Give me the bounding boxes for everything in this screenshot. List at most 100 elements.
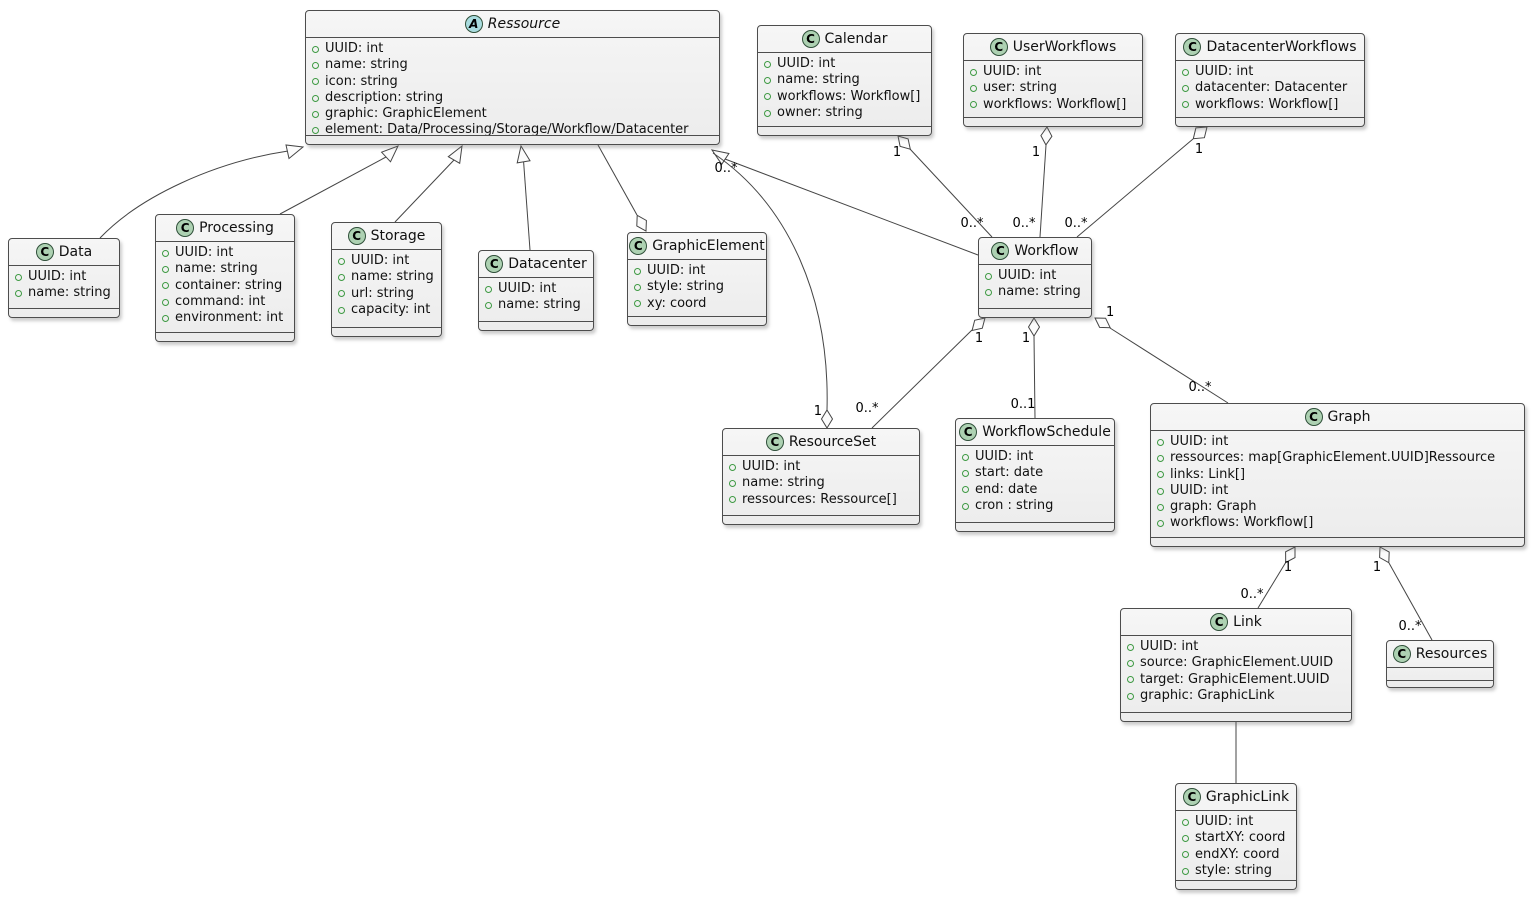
field-visibility-icon [485,301,492,309]
edge-datacenter-ressource [516,144,531,251]
methods-compartment [628,316,766,325]
attribute-text: name: string [175,261,258,277]
class-attribute: UUID: int [312,41,711,57]
field-visibility-icon [1182,834,1189,842]
multiplicity-label: 1 [893,145,901,160]
attribute-text: element: Data/Processing/Storage/Workflo… [325,122,689,135]
class-attribute: datacenter: Datacenter [1182,80,1356,96]
class-name: Resources [1415,646,1488,662]
class-attribute: UUID: int [15,269,111,285]
class-attribute: description: string [312,90,711,106]
class-attribute: ressources: Ressource[] [729,492,911,508]
field-visibility-icon [312,78,319,86]
attribute-text: UUID: int [1140,639,1199,654]
attribute-text: command: int [175,293,266,309]
attribute-text: UUID: int [1170,434,1229,449]
field-visibility-icon [15,273,22,281]
field-visibility-icon [1182,101,1189,109]
class-icon: C [1183,38,1202,56]
class-attribute: url: string [338,286,433,302]
class-attribute: name: string [729,475,911,491]
field-visibility-icon [764,60,771,68]
multiplicity-label: 1 [975,331,983,346]
class-name: Calendar [824,31,888,47]
field-visibility-icon [1127,692,1134,700]
field-visibility-icon [312,61,319,69]
field-visibility-icon [312,110,319,118]
field-visibility-icon [1157,487,1164,495]
attribute-text: name: string [998,284,1081,300]
attribute-text: graphic: GraphicElement [325,106,487,122]
class-name: Ressource [487,16,561,32]
attribute-text: name: string [777,72,860,88]
methods-compartment [9,308,119,317]
multiplicity-label: 0..* [855,401,879,416]
class-attribute: startXY: coord [1182,830,1288,846]
class-name: DatacenterWorkflows [1206,39,1357,55]
class-icon: C [629,237,648,255]
attribute-text: datacenter: Datacenter [1195,80,1348,96]
class-attribute: UUID: int [729,459,911,475]
edge-userworkflows-workflow: 1 0..* [1012,126,1053,238]
class-attribute: xy: coord [634,296,758,312]
multiplicity-label: 0..* [1240,587,1264,602]
class-name: WorkflowSchedule [982,424,1111,440]
class-attribute: workflows: Workflow[] [1157,515,1516,531]
attribute-text: ressources: Ressource[] [742,491,897,507]
field-visibility-icon [338,290,345,298]
field-visibility-icon [1182,851,1189,859]
field-visibility-icon [962,453,969,461]
field-visibility-icon [338,257,345,265]
field-visibility-icon [312,45,319,53]
attribute-text: name: string [351,269,434,285]
methods-compartment [1151,537,1524,546]
attribute-text: name: string [742,475,825,491]
attribute-text: workflows: Workflow[] [983,96,1127,112]
field-visibility-icon [162,314,169,322]
field-visibility-icon [162,249,169,257]
class-attribute: UUID: int [985,268,1083,284]
multiplicity-label: 0..* [714,161,738,176]
edge-resourceset-ressource: 1 0..* [712,152,834,429]
methods-compartment [723,515,919,524]
class-attribute: graph: Graph [1157,499,1516,515]
class-icon: C [991,242,1010,260]
class-attribute: start: date [962,465,1106,481]
class-icon: C [1392,645,1411,663]
field-visibility-icon [15,289,22,297]
attribute-text: endXY: coord [1195,846,1280,862]
class-attribute: UUID: int [485,281,585,297]
class-attribute: endXY: coord [1182,847,1288,863]
class-attribute: UUID: int [1182,64,1356,80]
field-visibility-icon [729,479,736,487]
class-header: C Processing [156,215,294,242]
methods-compartment [1176,880,1296,889]
attribute-text: style: string [647,279,725,295]
class-header: C Data [9,239,119,266]
class-name: Workflow [1014,243,1079,259]
field-visibility-icon [1127,643,1134,651]
field-visibility-icon [764,109,771,117]
field-visibility-icon [162,282,169,290]
field-visibility-icon [729,463,736,471]
multiplicity-label: 1 [1106,305,1114,320]
field-visibility-icon [1182,818,1189,826]
attribute-text: graphic: GraphicLink [1140,687,1275,703]
field-visibility-icon [312,127,319,135]
field-visibility-icon [1127,676,1134,684]
methods-compartment [1387,680,1493,689]
methods-compartment [306,135,719,144]
attribute-text: capacity: int [351,301,431,317]
